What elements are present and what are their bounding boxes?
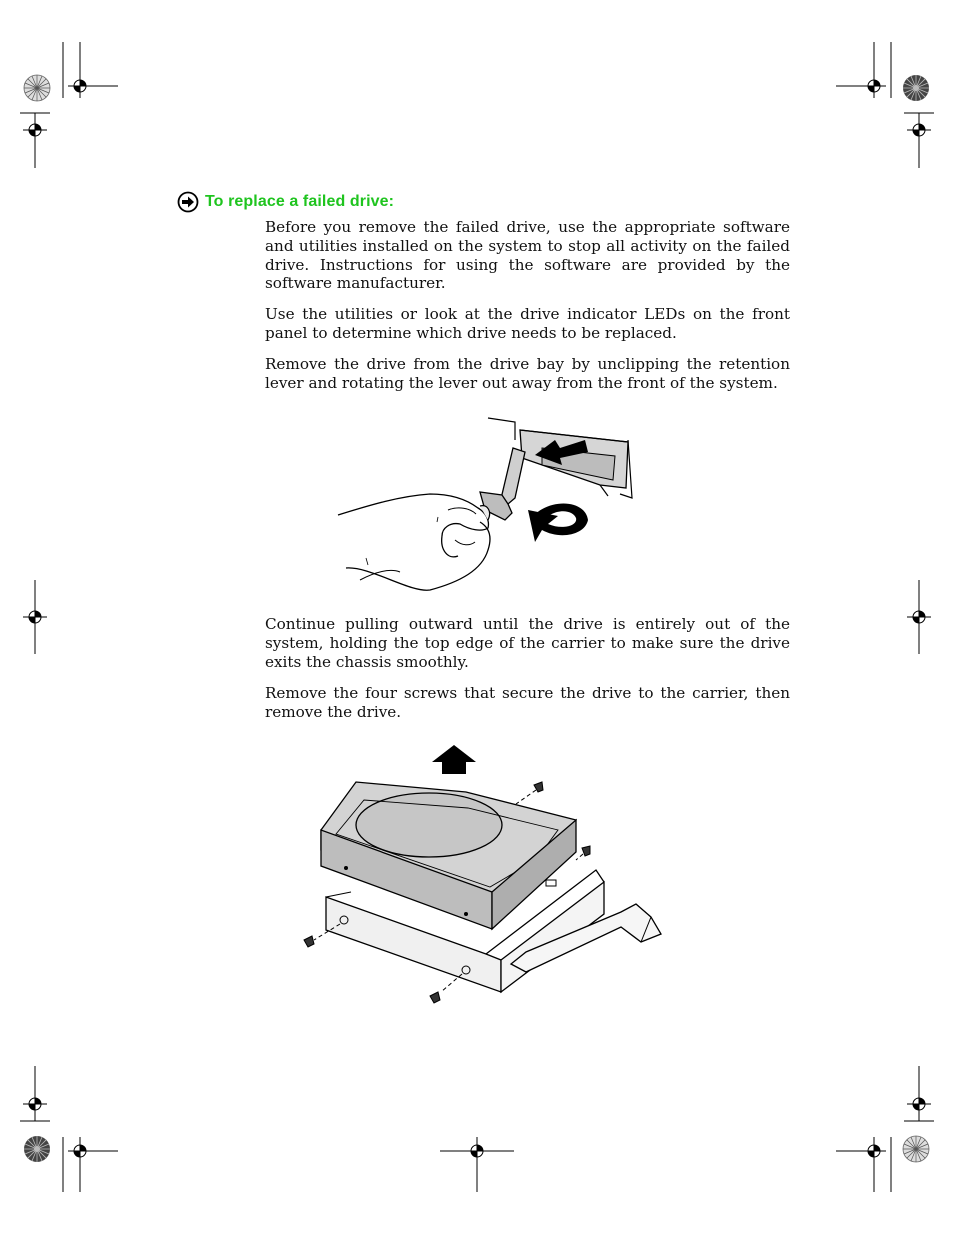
paragraph-remove-screws: Remove the four screws that secure the d… <box>265 684 790 721</box>
section-heading: To replace a failed drive: <box>177 191 394 213</box>
paragraph-unclip-lever: Remove the drive from the drive bay by u… <box>265 355 790 392</box>
paragraph-pull-outward: Continue pulling outward until the drive… <box>265 615 790 671</box>
arrow-right-circle-icon <box>177 191 199 213</box>
paragraph-identify-drive: Use the utilities or look at the drive i… <box>265 305 790 342</box>
drive-carrier-illustration <box>303 745 662 1004</box>
procedure-title: To replace a failed drive: <box>205 193 395 210</box>
paragraph-stop-activity: Before you remove the failed drive, use … <box>265 218 790 293</box>
lever-removal-illustration <box>337 417 633 591</box>
